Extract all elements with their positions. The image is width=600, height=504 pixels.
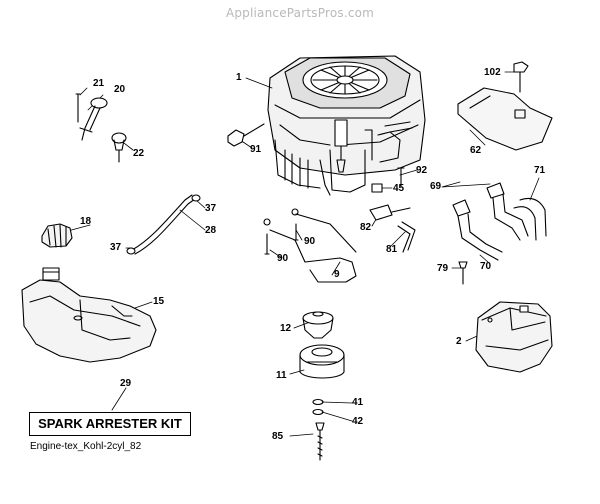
callout-90-upper: 90 — [304, 236, 316, 247]
callout-2: 2 — [456, 336, 462, 347]
callout-1: 1 — [236, 72, 242, 83]
callout-41: 41 — [352, 397, 364, 408]
screw-part[interactable] — [75, 93, 81, 123]
exhaust-pipe-part[interactable] — [452, 182, 547, 261]
callout-85: 85 — [272, 431, 284, 442]
callout-69: 69 — [430, 181, 442, 192]
bracket-part[interactable] — [263, 208, 357, 283]
callout-92: 92 — [416, 165, 428, 176]
muffler-part[interactable] — [475, 301, 553, 373]
callout-79: 79 — [437, 263, 449, 274]
cap-screw-part[interactable] — [513, 61, 529, 93]
callout-71: 71 — [534, 165, 546, 176]
callout-62: 62 — [470, 145, 482, 156]
callout-70: 70 — [480, 261, 492, 272]
fitting-part[interactable] — [369, 167, 416, 253]
callout-81: 81 — [386, 244, 398, 255]
callout-29: 29 — [120, 378, 132, 389]
callout-91: 91 — [250, 144, 262, 155]
washer-part[interactable] — [312, 398, 324, 416]
callout-102: 102 — [484, 67, 501, 78]
callout-90-lower: 90 — [277, 253, 289, 264]
callout-18: 18 — [80, 216, 92, 227]
callout-12: 12 — [280, 323, 292, 334]
diagram-caption: Engine-tex_Kohl-2cyl_82 — [30, 441, 142, 452]
bolt-part[interactable] — [227, 123, 265, 147]
callout-9: 9 — [334, 269, 340, 280]
fuel-tank-part[interactable] — [21, 267, 157, 363]
callout-37-bottom: 37 — [110, 242, 122, 253]
callout-20: 20 — [114, 84, 126, 95]
clutch-part[interactable] — [299, 344, 345, 379]
site-watermark: AppliancePartsPros.com — [225, 6, 375, 20]
pulley-part[interactable] — [302, 311, 334, 339]
callout-42: 42 — [352, 416, 364, 427]
callout-45: 45 — [393, 183, 405, 194]
callout-22: 22 — [133, 148, 145, 159]
heat-shield-part[interactable] — [457, 87, 553, 151]
engine-part[interactable] — [267, 55, 426, 196]
callout-15: 15 — [153, 296, 165, 307]
fuel-cap-part[interactable] — [41, 223, 73, 248]
callout-37-top: 37 — [205, 203, 217, 214]
spark-arrester-kit-label[interactable]: SPARK ARRESTER KIT — [29, 412, 191, 436]
callout-28: 28 — [205, 225, 217, 236]
long-bolt-part[interactable] — [315, 422, 325, 461]
valve-part[interactable] — [79, 97, 108, 141]
callout-11: 11 — [276, 370, 287, 381]
fuel-line-part[interactable] — [126, 194, 201, 255]
small-bolt-part[interactable] — [458, 261, 468, 285]
knob-part[interactable] — [111, 132, 127, 163]
callout-82: 82 — [360, 222, 372, 233]
callout-21: 21 — [93, 78, 105, 89]
